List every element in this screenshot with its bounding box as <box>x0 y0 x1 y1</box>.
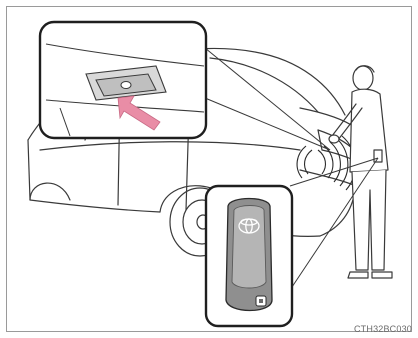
person-icon <box>329 66 392 278</box>
figure-code: CTH32BC030 <box>354 324 412 334</box>
smart-key-inset <box>206 186 292 326</box>
toyota-smart-key-icon <box>226 199 272 311</box>
trunk-button-inset <box>40 22 206 138</box>
